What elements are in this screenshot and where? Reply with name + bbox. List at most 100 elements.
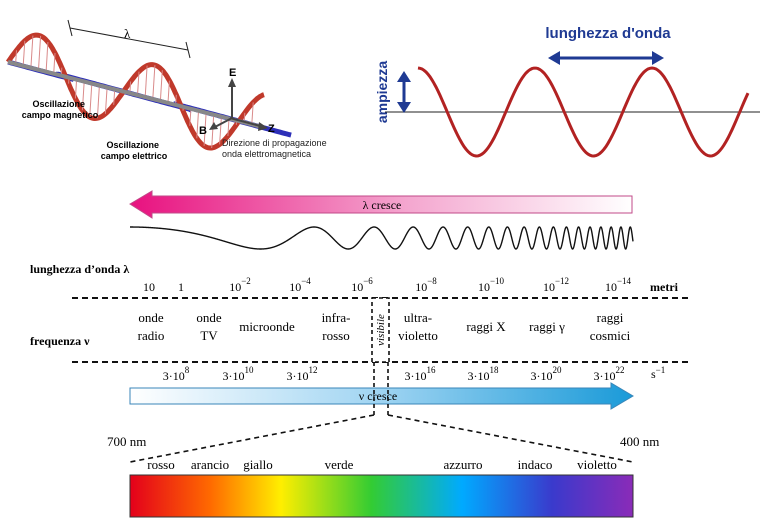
visible-color-label: verde <box>325 457 354 472</box>
frequency-tick-label: 3·1010 <box>223 365 255 383</box>
z-axis-arrow <box>229 117 265 128</box>
wavelength-tick-label: 10−14 <box>605 276 632 294</box>
field-vector <box>113 89 116 105</box>
lambda-dimension-tick-left <box>67 19 73 37</box>
field-vector <box>38 35 42 70</box>
frequency-unit: s−1 <box>651 365 665 381</box>
magnetic-field-wave <box>5 32 265 151</box>
field-vector <box>144 65 148 98</box>
visible-color-label: giallo <box>243 457 273 472</box>
frequency-tick-label: 3·1022 <box>594 365 625 383</box>
wavelength-unit: metri <box>650 280 679 294</box>
field-vector <box>22 40 26 66</box>
em-wave-illustration: λ Oscillazione campo magnetico Oscillazi… <box>5 19 329 161</box>
field-vector <box>74 79 78 99</box>
electric-field-label: Oscillazione campo elettrico <box>101 140 168 161</box>
visible-color-label: arancio <box>191 457 229 472</box>
field-vectors <box>15 35 254 149</box>
wavelength-tick-label: 10 <box>143 280 155 294</box>
visible-color-label: rosso <box>147 457 174 472</box>
field-vector <box>189 108 192 126</box>
wavelength-tick-label: 10−10 <box>478 276 505 294</box>
lambda-dimension-line <box>69 27 189 51</box>
field-vector <box>81 81 85 111</box>
wavelength-tick-label: 1 <box>178 280 184 294</box>
spectrum-region-label: ultra-violetto <box>398 310 438 343</box>
visible-range-end: 400 nm <box>620 434 659 449</box>
visible-color-label: violetto <box>577 457 617 472</box>
spectrum-region-label: infra-rosso <box>322 310 351 343</box>
visible-projection-left <box>129 414 375 463</box>
propagation-label: Direzione di propagazione onda elettroma… <box>222 138 329 159</box>
spectrum-region-label: microonde <box>239 319 295 334</box>
spectrum-region-label: raggi γ <box>529 319 565 334</box>
sine-wave <box>417 66 750 158</box>
field-vector <box>203 112 207 146</box>
field-vector <box>15 50 17 65</box>
chirp-wave <box>130 226 634 250</box>
amplitude-arrowhead-up <box>397 71 411 82</box>
field-vector <box>196 110 199 139</box>
visible-spectrum-bar <box>129 474 634 518</box>
visible-color-label: azzurro <box>444 457 483 472</box>
wavelength-tick-label: 10−2 <box>229 276 251 294</box>
visible-projection-right <box>387 414 634 463</box>
wavelength-arrowhead-left <box>548 51 560 65</box>
magnetic-field-label: Oscillazione campo magnetico <box>22 99 99 120</box>
field-vector <box>227 118 230 137</box>
z-axis-arrowhead <box>258 122 268 131</box>
lambda-increases-label: λ cresce <box>363 198 402 212</box>
visible-band <box>371 297 390 363</box>
nu-increases-label: ν cresce <box>359 389 397 403</box>
frequency-header: frequenza ν <box>30 334 90 348</box>
wavelength-tick-label: 10−4 <box>289 276 311 294</box>
wavelength-tick-label: 10−6 <box>351 276 373 294</box>
propagation-axis <box>7 60 263 129</box>
field-vector <box>251 102 254 125</box>
e-axis-label: E <box>229 67 236 79</box>
field-vector <box>45 41 49 72</box>
z-axis-label: Z <box>268 123 275 135</box>
visible-color-label: indaco <box>518 457 553 472</box>
field-vector <box>30 35 34 68</box>
amplitude-label: ampiezza <box>374 61 390 123</box>
wavelength-tick-label: 10−12 <box>543 276 569 294</box>
nu-increases-arrow <box>129 382 634 410</box>
frequency-tick-label: 3·1012 <box>287 365 318 383</box>
field-vector <box>89 83 93 118</box>
field-vector <box>219 116 222 145</box>
frequency-tick-label: 3·1020 <box>531 365 563 383</box>
visible-range-start: 700 nm <box>107 434 146 449</box>
visible-label: visibile <box>375 314 387 346</box>
field-vector <box>159 70 163 102</box>
lambda-increases-arrow <box>129 190 633 219</box>
field-vector <box>167 80 170 104</box>
wavelength-ticks: 10 1 10−2 10−4 10−6 10−8 10−10 10−12 10−14 <box>143 276 632 294</box>
field-vector <box>137 71 140 96</box>
frequency-ticks: 3·108 3·1010 3·1012 3·1016 3·1018 3·1020 3·102… <box>163 365 625 383</box>
frequency-tick-label: 3·1018 <box>468 365 500 383</box>
sine-wave-illustration: lunghezza d'onda ampiezza <box>374 25 760 158</box>
field-vector <box>53 52 56 74</box>
frequency-tick-label: 3·1016 <box>405 365 437 383</box>
lambda-symbol: λ <box>124 26 131 41</box>
field-vector <box>96 85 100 119</box>
b-axis-arrowhead <box>209 122 218 130</box>
b-axis-label: B <box>199 125 207 137</box>
wavelength-arrowhead-right <box>652 51 664 65</box>
amplitude-arrowhead-down <box>397 102 411 113</box>
wavelength-tick-label: 10−8 <box>415 276 437 294</box>
e-axis-arrowhead <box>228 78 236 87</box>
lambda-dimension-tick-right <box>185 41 191 59</box>
field-vector <box>152 65 156 100</box>
field-vector <box>104 87 108 114</box>
wavelength-header: lunghezza d’onda λ <box>30 262 129 276</box>
frequency-tick-label: 3·108 <box>163 365 190 383</box>
field-vector <box>211 114 215 149</box>
